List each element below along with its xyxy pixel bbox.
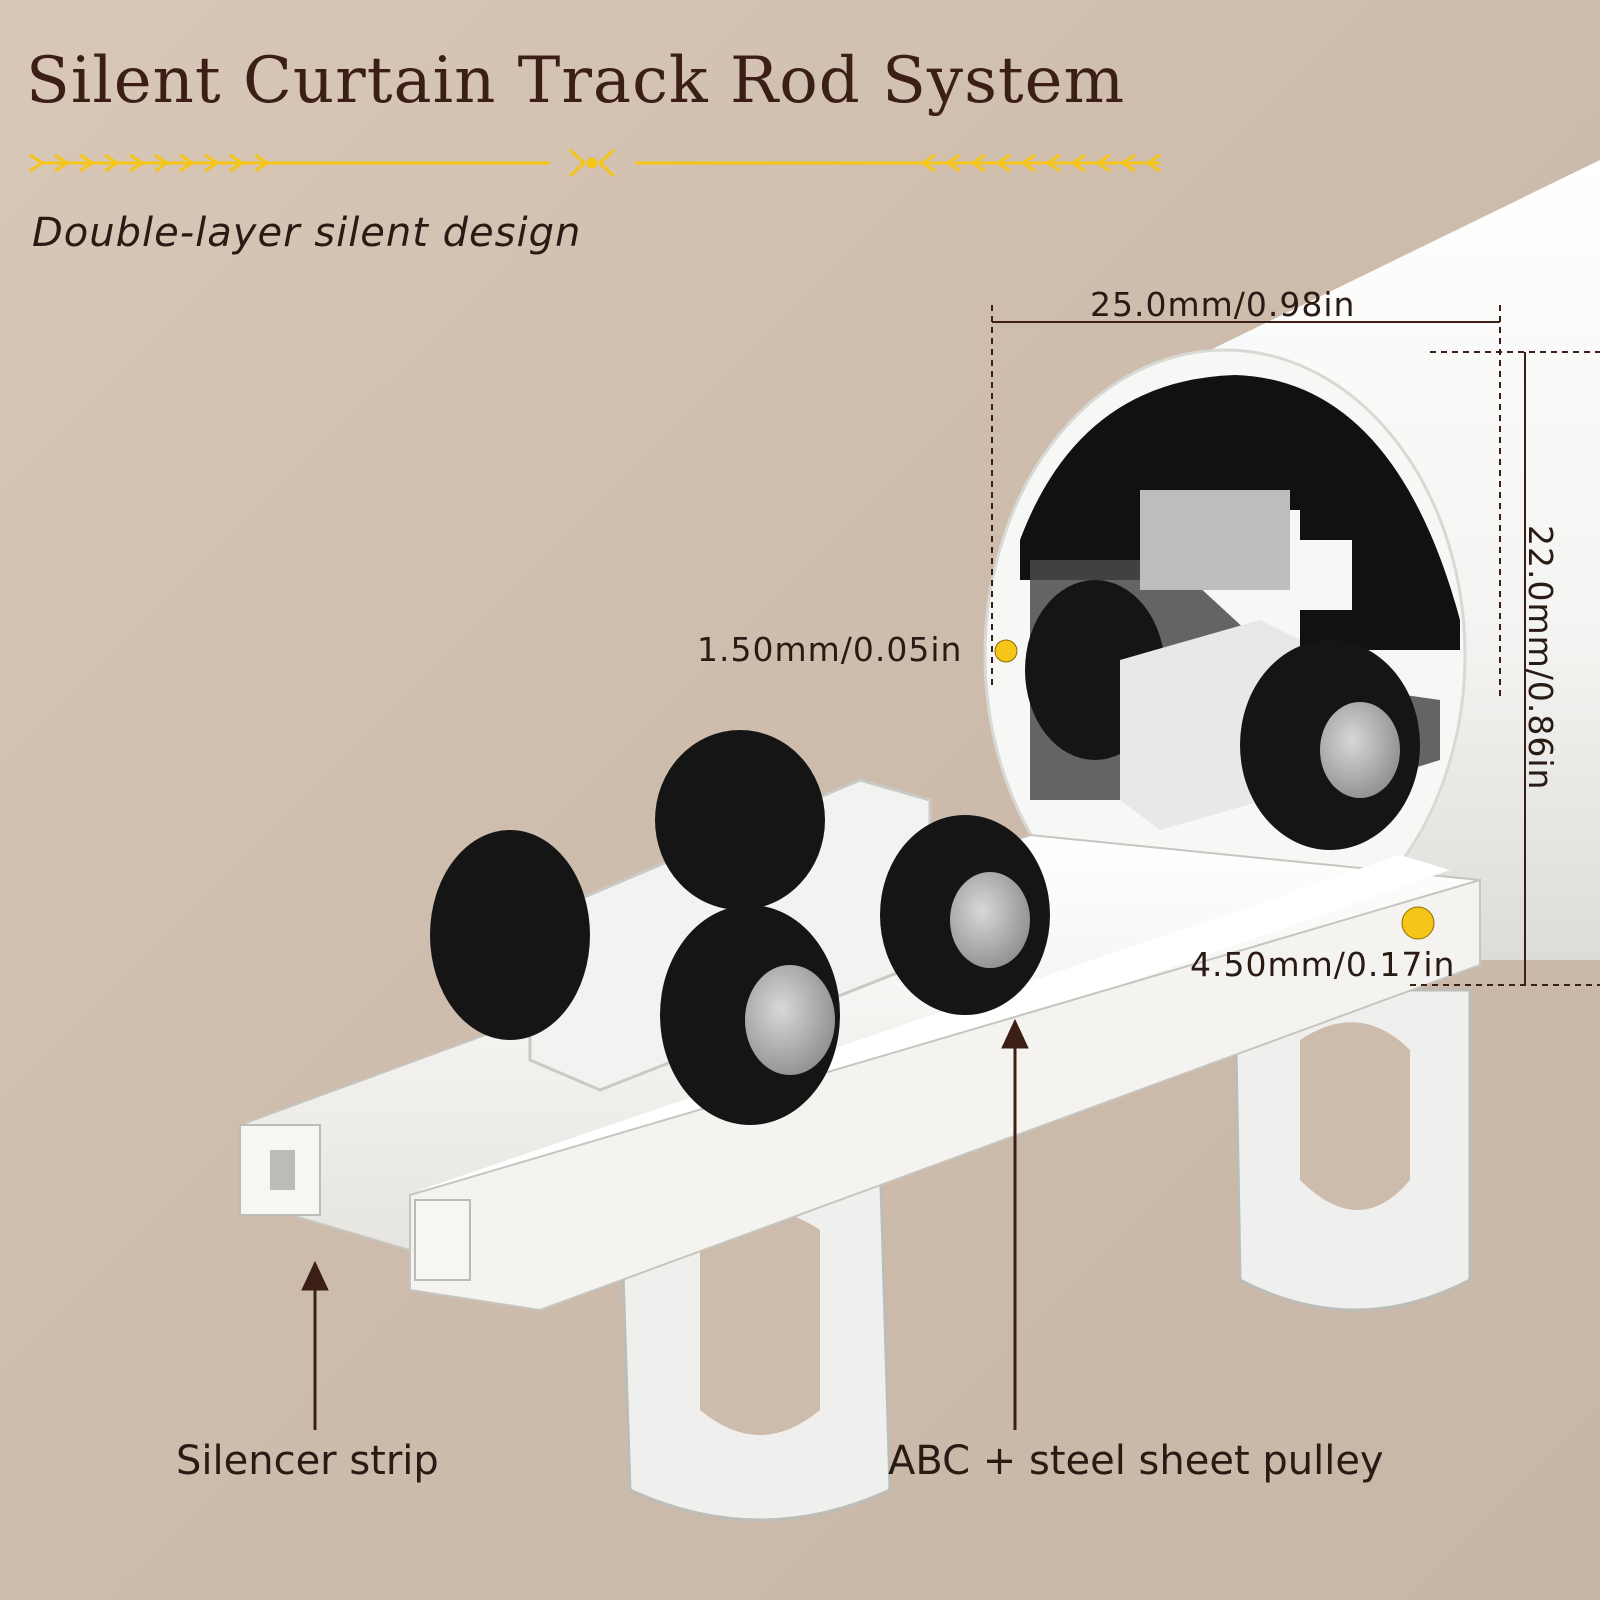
track-bar [239, 833, 1481, 1312]
left-wheat-icon [29, 153, 270, 173]
page-subtitle: Double-layer silent design [32, 210, 582, 256]
curtain-hook-right [1233, 988, 1472, 1312]
pulley-arrow [1001, 1018, 1029, 1430]
width-dimension-label: 25.0mm/0.98in [1090, 285, 1356, 324]
height-dimension-label: 22.0mm/0.86in [1521, 525, 1560, 791]
silencer-arrow [301, 1260, 329, 1430]
silencer-strip-label: Silencer strip [176, 1438, 439, 1484]
slot-dimension-label: 4.50mm/0.17in [1190, 945, 1456, 984]
pulley-label: ABC + steel sheet pulley [888, 1438, 1384, 1484]
right-wheat-icon [920, 153, 1161, 173]
page-title: Silent Curtain Track Rod System [26, 44, 1126, 118]
center-ornament-icon [568, 148, 616, 178]
dimension-lines [991, 305, 1600, 986]
wall-dimension-label: 1.50mm/0.05in [697, 630, 963, 669]
wall-thickness-marker [994, 639, 1018, 663]
pulley-carriage [430, 730, 1050, 1125]
pulley-wheel [655, 730, 825, 910]
ornament-divider [29, 148, 1161, 178]
rod-pulley-carriage [1025, 580, 1420, 850]
pulley-wheel [430, 830, 590, 1040]
slot-width-marker [1401, 906, 1435, 940]
